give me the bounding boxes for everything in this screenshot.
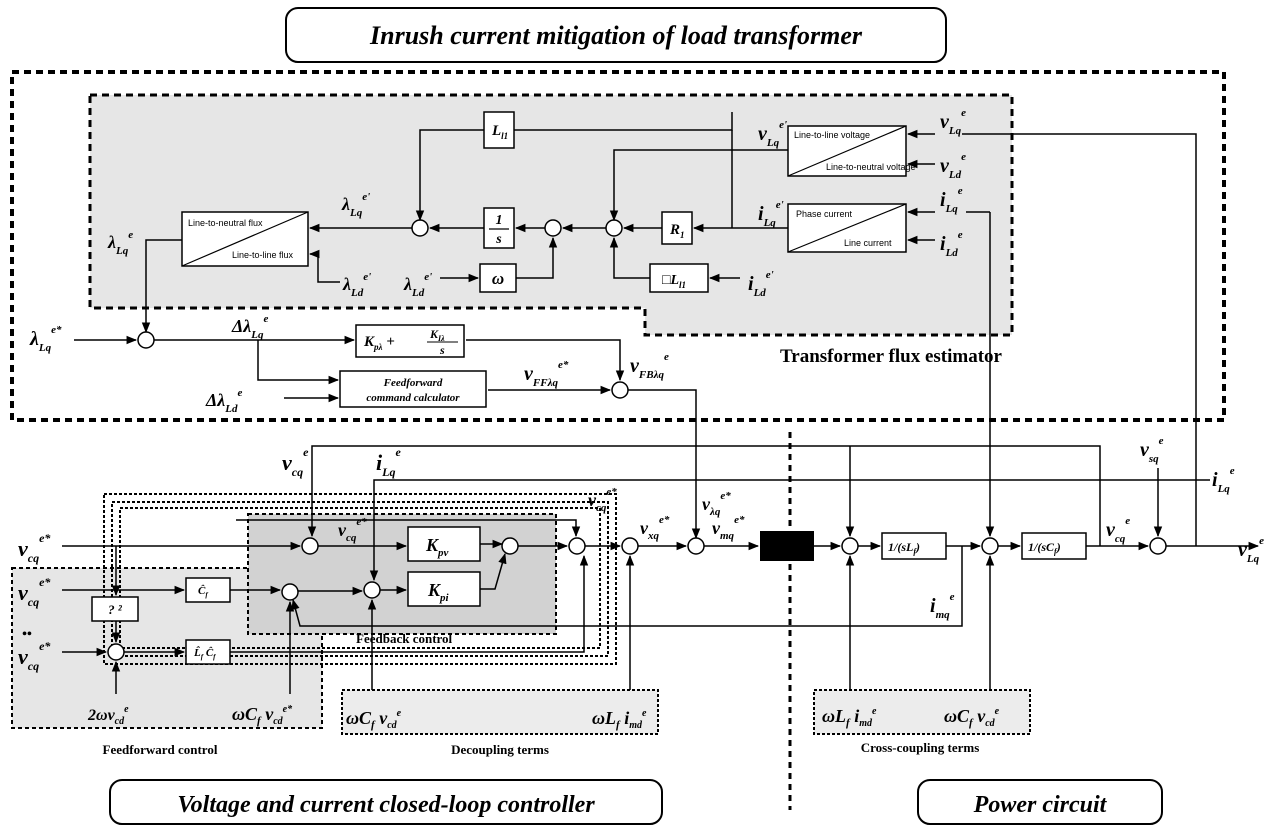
inrush-region [10,70,1226,422]
flux-estimator-label: Transformer flux estimator [780,346,1003,367]
sum-flux-cmd [611,381,629,399]
ff-calc-block [339,370,487,408]
svg-text:Ĉf: Ĉf [198,584,208,599]
svg-text:ωCf vcde: ωCf vcde [346,708,402,731]
cross-coupling-box [813,689,1031,735]
svg-text:R1: R1 [669,222,685,240]
svg-text:vxqe*: vxqe* [640,514,670,542]
omega-l-block [649,263,709,293]
feedback-region [247,513,557,635]
sum-flux-error [137,331,155,349]
flux-estimator-region [88,93,1014,337]
svg-text:iLqe: iLqe [1212,465,1235,495]
sum-emf [544,219,562,237]
cross-caption: Cross-coupling terms [861,740,980,755]
kpv-block [407,526,481,562]
svg-text:Kpλ +: Kpλ + [363,334,395,352]
integrator-block [483,207,515,249]
flux-pi-block [355,324,465,358]
svg-text:PWM: PWM [769,541,805,556]
cf-block [185,577,231,603]
r1-block [661,211,693,245]
svg-text:vLqe: vLqe [1238,535,1264,565]
svg-text:λLqe*: λLqe* [29,324,62,354]
svg-text:Kpi: Kpi [427,580,450,604]
svg-text:ΔλLqe: ΔλLqe [231,313,269,341]
svg-text:Line current: Line current [844,238,892,248]
svg-text:vsqe: vsqe [1140,435,1164,465]
power-title-box [917,779,1163,825]
controller-title-box [109,779,663,825]
svg-text:Ll1: Ll1 [491,123,508,141]
svg-text:? ²: ? ² [108,602,123,617]
sum-voltage [605,219,623,237]
svg-text:1/(sLf): 1/(sLf) [888,540,920,556]
svg-text:vcqe*: vcqe* [18,531,51,565]
svg-text:••: •• [22,627,32,642]
sum-flux [411,219,429,237]
svg-text:Feedforward: Feedforward [383,377,443,389]
top-title: Inrush current mitigation of load transf… [369,21,863,50]
power-title: Power circuit [973,792,1108,818]
svg-text:vmqe*: vmqe* [712,514,745,542]
top-title-box [285,7,947,63]
svg-text:Line-to-line voltage: Line-to-line voltage [794,130,870,140]
svg-text:s: s [495,232,502,247]
svg-text:ΔλLde: ΔλLde [205,387,243,415]
svg-text:vFBλqe: vFBλqe [630,351,669,381]
pwm-block [760,531,814,561]
inductor-block [881,532,947,560]
svg-text:command calculator: command calculator [366,392,460,404]
svg-text:vλqe*: vλqe* [702,490,731,518]
svg-text:□Ll1: □Ll1 [662,273,686,290]
svg-text:Line-to-neutral flux: Line-to-neutral flux [188,218,263,228]
controller-title: Voltage and current closed-loop controll… [177,792,595,818]
svg-text:Kpv: Kpv [425,535,449,559]
svg-text:1: 1 [496,213,503,228]
svg-text:Line-to-line flux: Line-to-line flux [232,250,294,260]
decoupling-caption: Decoupling terms [451,742,549,757]
svg-text:vcqe: vcqe [282,445,309,479]
square-block [91,596,139,622]
lfcf-block [185,639,231,665]
svg-text:L̂f Ĉf: L̂f Ĉf [193,646,216,661]
svg-text:1/(sCf): 1/(sCf) [1028,540,1061,556]
svg-text:vFFλqe*: vFFλqe* [524,359,569,389]
svg-text:Feedback control: Feedback control [356,631,453,646]
svg-text:Phase current: Phase current [796,209,853,219]
decoupling-box [341,689,659,735]
svg-text:ω: ω [492,269,504,288]
feedforward-caption: Feedforward control [103,742,218,757]
svg-text:Line-to-neutral voltage: Line-to-neutral voltage [826,162,916,172]
svg-text:s: s [439,343,445,357]
svg-text:vcqe*: vcqe* [588,486,617,514]
svg-text:vcqe: vcqe [1106,515,1130,545]
svg-text:iLqe: iLqe [376,445,401,479]
svg-text:imqe: imqe [930,591,955,621]
kpi-block [407,571,481,607]
